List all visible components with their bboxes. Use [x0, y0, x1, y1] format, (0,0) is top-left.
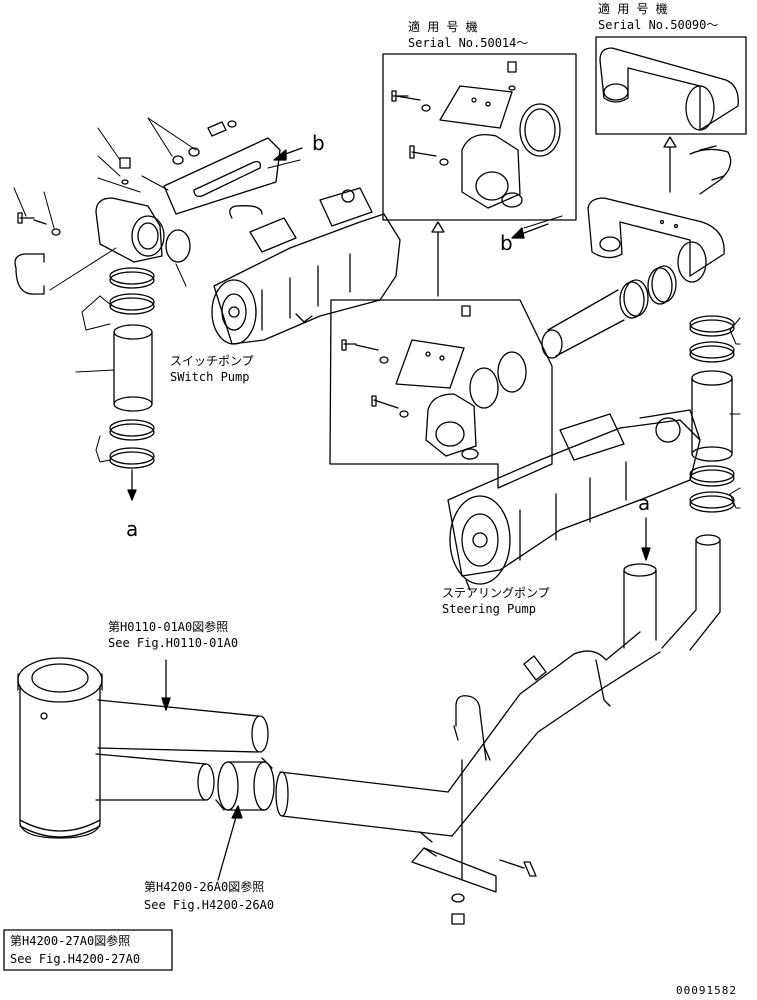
coupling-clamp: [215, 757, 275, 811]
ref-h4200-26-en: See Fig.H4200-26A0: [144, 898, 275, 912]
ref-box-frame: [3, 929, 173, 971]
callout-a-right: a: [638, 491, 651, 515]
left-leader-lines: [13, 117, 301, 463]
ref-h0110-jp: 第H0110-01A0図参照: [108, 620, 229, 634]
right-leader-lines: [435, 215, 741, 509]
inset-bracket-assembly-50014: [391, 61, 561, 209]
inset-50090-serial: Serial No.50090～: [598, 18, 719, 32]
switch-pump-label-jp: スイッチポンプ: [170, 354, 254, 368]
main-suction-pipe: [275, 534, 721, 843]
left-hose-assembly: [109, 267, 155, 501]
steering-pump-label-en: Steering Pump: [442, 602, 536, 616]
left-elbow-fitting: [14, 157, 191, 295]
inset-frame-alt-mount: [329, 299, 553, 489]
callout-b-top: b: [312, 131, 325, 155]
inset-pointer-arrows: [431, 136, 677, 297]
right-elbow-pipe: [587, 145, 732, 283]
right-hose-assembly: [541, 265, 735, 513]
callout-a-left: a: [126, 517, 139, 541]
ref-h4200-26-jp: 第H4200-26A0図参照: [144, 880, 265, 894]
left-bracket: [163, 120, 281, 215]
inset-50014-serial: Serial No.50014～: [408, 36, 529, 50]
inset-elbow-pipe-50090: [599, 47, 739, 131]
ref-h0110-en: See Fig.H0110-01A0: [108, 636, 239, 650]
ref-h4200-27-en: See Fig.H4200-27A0: [10, 952, 141, 966]
callout-arrows: [161, 147, 651, 881]
steering-pump-label-jp: ステアリングポンプ: [442, 586, 550, 600]
u-bolt: [453, 695, 491, 881]
inset-50090-title: 適 用 号 機: [598, 2, 668, 16]
inset-50014-title: 適 用 号 機: [408, 20, 478, 34]
suction-manifold: [17, 657, 269, 839]
steering-pump-body: [447, 409, 701, 591]
ref-h4200-27-jp: 第H4200-27A0図参照: [10, 934, 131, 948]
switch-pump-body: [211, 187, 401, 345]
drawing-number: 00091582: [676, 984, 737, 997]
switch-pump-label-en: SWitch Pump: [170, 370, 250, 384]
alt-mount-assembly: [341, 305, 527, 460]
callout-b-right: b: [500, 231, 513, 255]
pipe-support-bracket: [411, 847, 537, 925]
inset-frame-serial-50014: [382, 53, 577, 221]
inset-frame-serial-50090: [595, 36, 747, 135]
